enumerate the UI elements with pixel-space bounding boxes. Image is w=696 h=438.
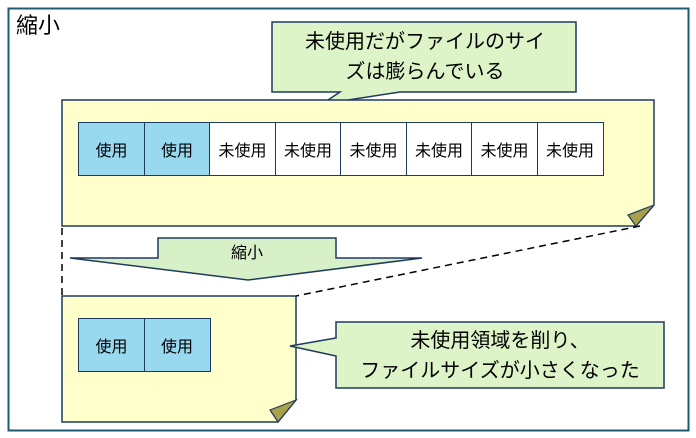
before-callout-text: 未使用だがファイルのサイ ズは膨らんでいる — [276, 26, 574, 86]
before-file-blocks: 使用 使用 未使用 未使用 未使用 未使用 未使用 未使用 — [78, 122, 604, 176]
before-callout-shape — [271, 21, 577, 105]
file-block: 未使用 — [274, 122, 342, 176]
after-callout-line: ファイルサイズが小さくなった — [360, 358, 640, 382]
after-callout-text: 未使用領域を削り、 ファイルサイズが小さくなった — [336, 325, 664, 385]
file-block: 未使用 — [471, 122, 538, 176]
file-block: 未使用 — [536, 122, 604, 176]
shrink-arrow-label: 縮小 — [230, 243, 263, 262]
file-block: 使用 — [143, 122, 211, 176]
guide-line-right — [295, 225, 641, 297]
before-callout-line: 未使用だがファイルのサイ — [305, 29, 545, 53]
after-file-blocks: 使用 使用 — [78, 318, 211, 372]
after-callout-line: 未使用領域を削り、 — [410, 328, 590, 352]
file-block: 使用 — [143, 318, 211, 372]
before-callout-line: ズは膨らんでいる — [345, 59, 505, 83]
after-document-fold — [269, 398, 298, 424]
file-block: 未使用 — [405, 122, 473, 176]
file-block: 未使用 — [209, 122, 276, 176]
before-document-fold — [627, 204, 655, 227]
after-callout-shape — [289, 321, 665, 389]
diagram-title: 縮小 — [16, 14, 61, 39]
file-block: 未使用 — [340, 122, 407, 176]
shrink-arrow-shape — [69, 237, 423, 281]
file-block: 使用 — [78, 318, 145, 372]
file-block: 使用 — [78, 122, 145, 176]
